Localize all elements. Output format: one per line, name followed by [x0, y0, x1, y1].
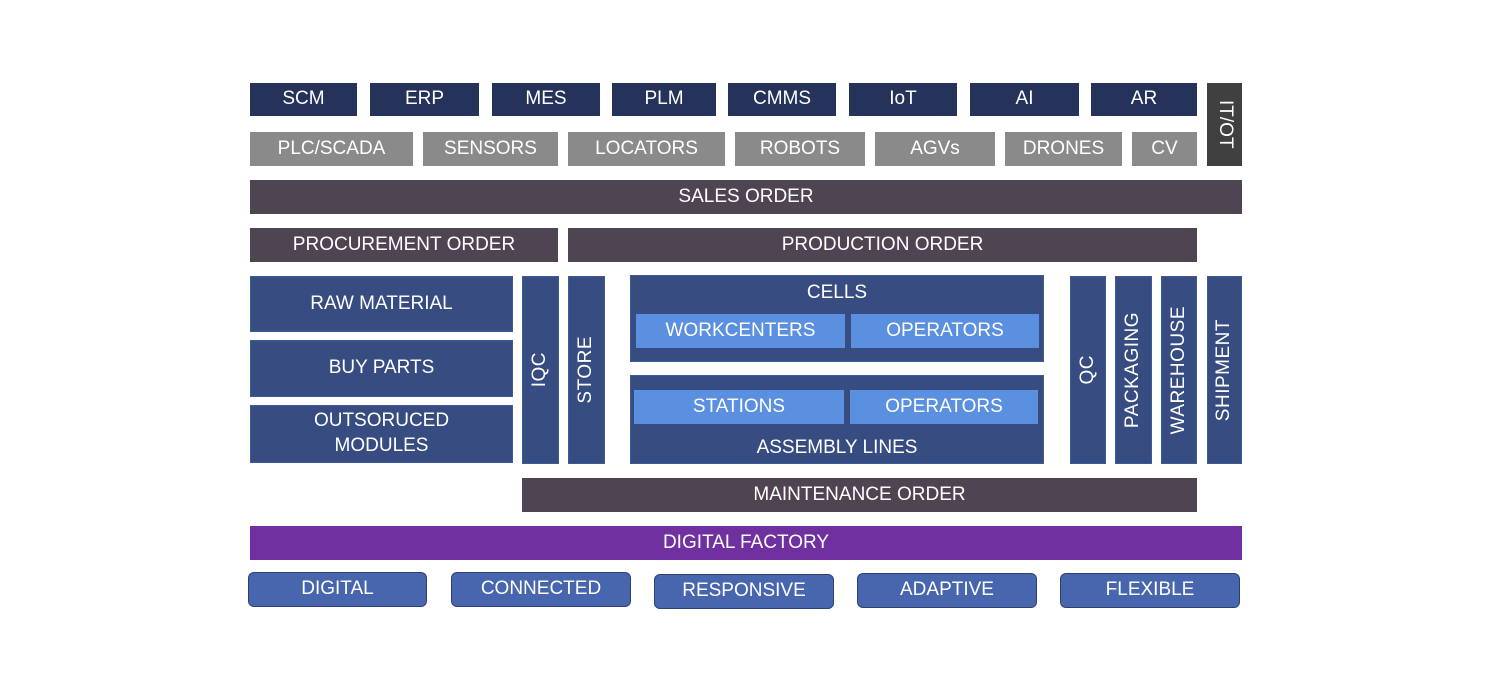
shipment-label: SHIPMENT	[1213, 318, 1235, 422]
cells-operators: OPERATORS	[851, 314, 1039, 348]
buy-parts-block: BUY PARTS	[250, 340, 513, 397]
assembly-stations: STATIONS	[634, 390, 844, 424]
warehouse-block: WAREHOUSE	[1161, 276, 1197, 464]
cells-workcenters: WORKCENTERS	[636, 314, 845, 348]
qc-label: QC	[1076, 355, 1098, 385]
warehouse-label: WAREHOUSE	[1167, 305, 1189, 435]
ot-sensors: SENSORS	[423, 132, 558, 166]
it-ot-label-text: IT/OT	[1214, 100, 1236, 149]
maintenance-order-bar: MAINTENANCE ORDER	[522, 478, 1197, 512]
assembly-operators: OPERATORS	[850, 390, 1038, 424]
qc-block: QC	[1070, 276, 1106, 464]
ot-locators: LOCATORS	[568, 132, 725, 166]
outsourced-modules-block: OUTSORUCED MODULES	[250, 405, 513, 463]
attribute-connected: CONNECTED	[451, 572, 631, 607]
store-label: STORE	[575, 336, 597, 404]
it-erp: ERP	[370, 83, 479, 116]
ot-cv: CV	[1132, 132, 1197, 166]
it-ai: AI	[970, 83, 1079, 116]
ot-agvs: AGVs	[875, 132, 995, 166]
cells-block: CELLS WORKCENTERS OPERATORS	[630, 275, 1044, 362]
ot-plc-scada: PLC/SCADA	[250, 132, 413, 166]
it-cmms: CMMS	[728, 83, 836, 116]
attribute-adaptive: ADAPTIVE	[857, 573, 1037, 608]
iqc-label: IQC	[529, 352, 551, 388]
attribute-digital: DIGITAL	[248, 572, 427, 607]
it-iot: IoT	[849, 83, 957, 116]
ot-robots: ROBOTS	[735, 132, 865, 166]
assembly-lines-block: STATIONS OPERATORS ASSEMBLY LINES	[630, 375, 1044, 464]
shipment-block: SHIPMENT	[1207, 276, 1242, 464]
assembly-lines-title: ASSEMBLY LINES	[756, 437, 918, 458]
it-ot-label: IT/OT	[1207, 83, 1242, 166]
attribute-responsive: RESPONSIVE	[654, 574, 834, 609]
raw-material-block: RAW MATERIAL	[250, 276, 513, 332]
attribute-flexible: FLEXIBLE	[1060, 573, 1240, 608]
ot-drones: DRONES	[1005, 132, 1122, 166]
packaging-block: PACKAGING	[1115, 276, 1152, 464]
iqc-block: IQC	[522, 276, 559, 464]
it-mes: MES	[492, 83, 600, 116]
it-scm: SCM	[250, 83, 357, 116]
it-plm: PLM	[612, 83, 716, 116]
store-block: STORE	[568, 276, 605, 464]
sales-order-bar: SALES ORDER	[250, 180, 1242, 214]
procurement-order-bar: PROCUREMENT ORDER	[250, 228, 558, 262]
production-order-bar: PRODUCTION ORDER	[568, 228, 1197, 262]
digital-factory-bar: DIGITAL FACTORY	[250, 526, 1242, 560]
cells-title: CELLS	[806, 282, 868, 303]
it-ar: AR	[1091, 83, 1197, 116]
packaging-label: PACKAGING	[1122, 311, 1144, 429]
